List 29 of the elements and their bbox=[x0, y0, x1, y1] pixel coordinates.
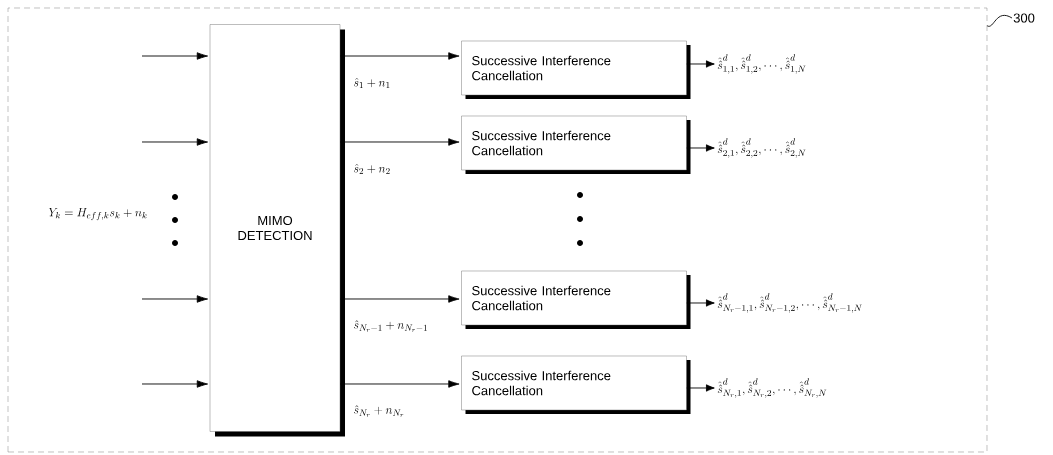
dashed-frame bbox=[7, 7, 988, 453]
arrow bbox=[339, 380, 460, 388]
detection-block: MIMO DETECTION bbox=[209, 24, 345, 437]
edge-label: $\hat{s}_2+n_2$ bbox=[352, 162, 392, 176]
reference-number: 300 bbox=[1013, 13, 1035, 23]
process-box: Successive Interference Cancellation bbox=[461, 270, 691, 329]
output-symbols: $\hat{\hat{s}}^{d}_{N_r-1,1},\hat{\hat{s}}^{d}_{N_r-1,2},\cdots,\hat{\hat{s}}^{d}_{N_r-1,N}$ bbox=[717, 293, 862, 313]
process-box: Successive Interference Cancellation bbox=[461, 355, 691, 414]
edge-label: $\hat{s}_{N_r}+n_{N_r}$ bbox=[352, 404, 406, 418]
process-box: Successive Interference Cancellation bbox=[461, 115, 691, 174]
output-symbols: $\hat{\hat{s}}^{d}_{1,1},\hat{\hat{s}}^{d}_{1,2},\cdots,\hat{\hat{s}}^{d}_{1,N}$ bbox=[717, 54, 806, 74]
input-arrow bbox=[141, 138, 208, 146]
leader-line bbox=[986, 14, 1013, 27]
arrow bbox=[339, 295, 460, 303]
edge-label: $\hat{s}_1+n_1$ bbox=[352, 76, 392, 90]
input-arrow bbox=[141, 380, 208, 388]
arrow bbox=[339, 138, 460, 146]
input-arrow bbox=[141, 52, 208, 60]
arrow bbox=[686, 299, 715, 307]
output-symbols: $\hat{\hat{s}}^{d}_{N_r,1},\hat{\hat{s}}^{d}_{N_r,2},\cdots,\hat{\hat{s}}^{d}_{N_r,N}$ bbox=[717, 378, 827, 398]
output-symbols: $\hat{\hat{s}}^{d}_{2,1},\hat{\hat{s}}^{d}_{2,2},\cdots,\hat{\hat{s}}^{d}_{2,N}$ bbox=[717, 138, 806, 158]
input-arrow bbox=[141, 295, 208, 303]
process-box: Successive Interference Cancellation bbox=[461, 40, 691, 99]
arrow bbox=[686, 144, 715, 152]
arrow bbox=[686, 384, 715, 392]
arrow bbox=[686, 60, 715, 68]
edge-label: $\hat{s}_{N_r-1}+n_{N_r-1}$ bbox=[352, 319, 430, 333]
arrow bbox=[339, 52, 460, 60]
input-formula: $Y_k=H_{eff,k}s_k+n_k$ bbox=[48, 208, 147, 221]
